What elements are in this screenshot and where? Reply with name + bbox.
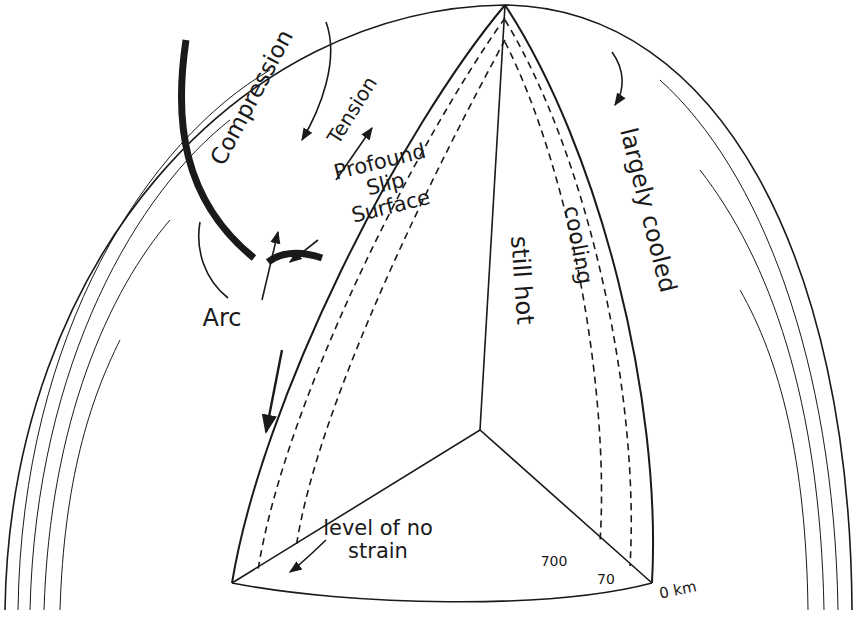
shell-line bbox=[258, 18, 505, 570]
region-label: level of no strain bbox=[323, 517, 433, 563]
slip-arrow bbox=[262, 232, 278, 300]
region-label: Arc bbox=[192, 305, 252, 331]
slip-arrow bbox=[266, 350, 282, 432]
region-label: Compression bbox=[194, 4, 310, 192]
shading-line bbox=[740, 290, 808, 610]
region-label: Tension bbox=[314, 58, 391, 163]
cut-line bbox=[232, 430, 652, 583]
dome-outline bbox=[5, 5, 852, 610]
shading-line bbox=[44, 220, 170, 610]
leader-line bbox=[290, 540, 326, 572]
axis-line bbox=[480, 5, 505, 430]
region-label: 0 km bbox=[647, 576, 709, 605]
base-line bbox=[232, 583, 652, 602]
shading-line bbox=[60, 340, 120, 610]
region-label: 70 bbox=[586, 572, 626, 587]
shell-line bbox=[296, 40, 505, 548]
leader-line bbox=[612, 52, 622, 105]
region-label: Profound Slip Surface bbox=[331, 140, 440, 230]
leader-line bbox=[199, 222, 228, 298]
surface-line bbox=[232, 5, 505, 583]
shading-line bbox=[700, 170, 824, 610]
shading-line bbox=[660, 80, 838, 610]
region-label: still hot bbox=[504, 209, 540, 350]
region-label: cooling bbox=[554, 174, 602, 316]
leader-line bbox=[290, 240, 318, 262]
compression-arrow bbox=[302, 22, 331, 140]
region-label: 700 bbox=[529, 554, 579, 569]
